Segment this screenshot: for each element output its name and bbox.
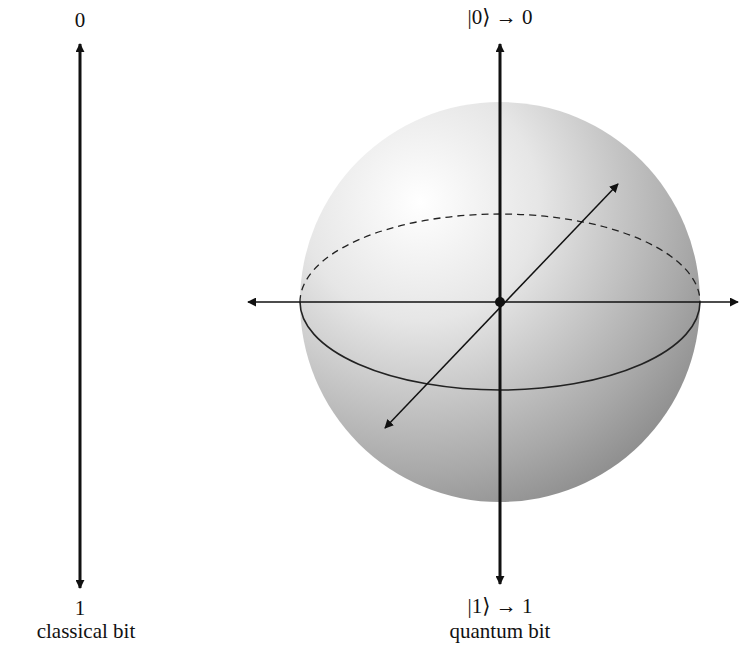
state-label: |0⟩ → 0 [468,5,533,29]
y-axis [385,184,618,428]
bit-value: 1 [75,596,86,620]
origin-dot [495,297,505,307]
z-axis [499,44,502,584]
bit-value: 0 [75,8,86,32]
classical-axis [79,44,82,588]
caption-label: classical bit [37,619,136,643]
state-label: |1⟩ → 1 [468,594,533,618]
x-axis [248,301,738,303]
caption-label: quantum bit [450,619,551,643]
